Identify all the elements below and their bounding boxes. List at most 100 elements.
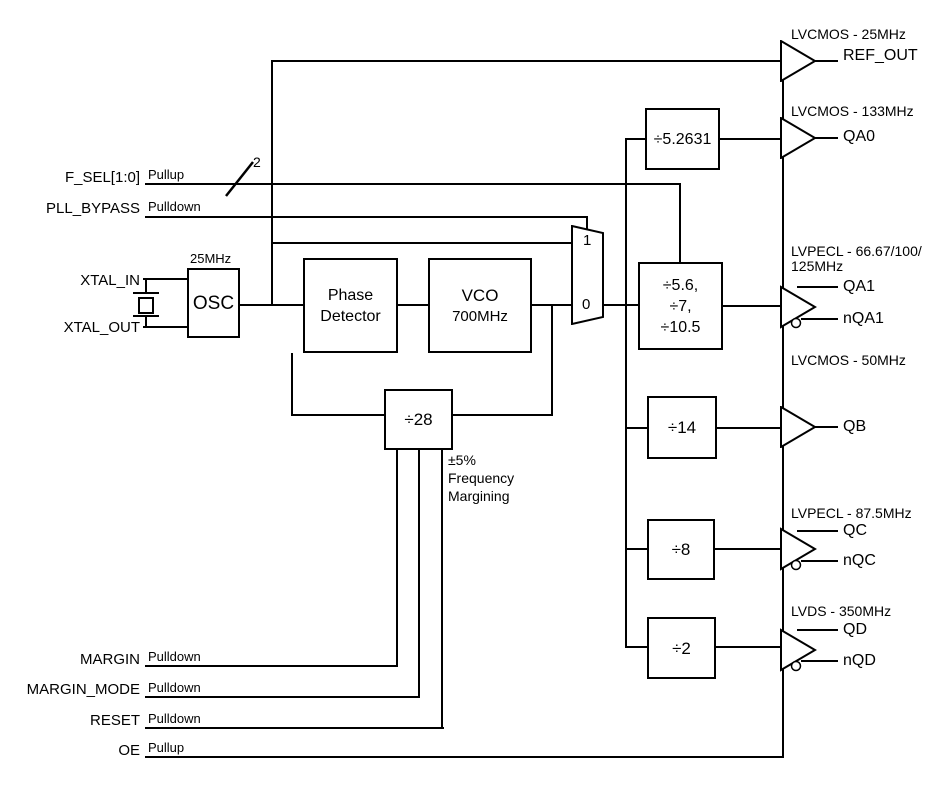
port-label-nqd: nQD [843,652,876,669]
qd-buffer-icon [780,628,817,672]
header-qa1-line2: 125MHz [791,258,844,274]
triangle [780,285,817,329]
wire-reset [145,727,444,729]
wire-margin-mode-rise [418,450,420,698]
qa1-divider-label-line2: ÷7, [669,297,692,315]
port-label-refout: REF_OUT [843,47,918,64]
header-qa1-line1: LVPECL - 66.67/100/ [791,243,922,259]
frequency-margining-note: ±5% Frequency Margining [448,451,514,505]
phase-detector-block: Phase Detector [303,258,398,353]
wire-pll-bypass-drop [586,216,588,232]
port-label-qd: QD [843,621,867,638]
wire-crystal-stub-bottom [145,315,147,328]
vco-label: VCO [461,285,499,305]
pin-label-margin: MARGIN [80,651,140,668]
qa0-buffer-icon [780,117,817,159]
wire-crystal-stub-top [145,278,147,294]
wire-qc-out [797,530,838,532]
port-label-qa1: QA1 [843,278,876,295]
wire-pd-feedback-rise [291,353,293,416]
wire-mux-out [602,304,640,306]
phase-detector-label-line2: Detector [320,307,381,325]
wire-ref-riser [271,60,273,306]
wire-div5-out [719,138,781,140]
pin-label-xtal-out: XTAL_OUT [63,319,140,336]
feedback-divider-block: ÷28 [384,389,453,450]
wire-margin-rise [396,450,398,667]
pull-label-f-sel: Pullup [148,167,185,182]
qc-divider-block: ÷8 [647,519,715,580]
wire-div8-in [626,548,648,550]
vco-freq-label: 700MHz [452,307,508,325]
pull-label-reset: Pulldown [148,711,201,726]
wire-fsel [145,183,681,185]
wire-qd-out [797,629,838,631]
wire-nqa1-out [801,318,838,320]
triangle [780,527,817,571]
qd-divider-label: ÷2 [672,638,691,658]
wire-nqd-out [801,660,838,662]
vco-block: VCO 700MHz [428,258,532,353]
inversion-bubble [790,559,802,571]
refout-buffer-icon [780,40,817,82]
pin-label-reset: RESET [89,712,140,729]
qc-buffer-icon [780,527,817,571]
phase-detector-label-line1: Phase [327,286,374,304]
triangle [780,628,817,672]
qa1-divider-label-line1: ÷5.6, [662,276,699,294]
qd-divider-block: ÷2 [647,617,716,679]
pll-bypass-mux [571,225,604,325]
triangle [780,117,817,159]
wire-ref-out-top [271,60,781,62]
inversion-bubble [790,317,802,329]
wire-nqc-out [801,560,838,562]
wire-feedback-left [292,414,385,416]
triangle [780,406,817,448]
osc-label: OSC [192,292,235,314]
wire-margin [145,665,398,667]
port-label-qa0: QA0 [843,128,876,145]
osc-freq-label: 25MHz [190,251,232,266]
crystal-icon [138,297,154,314]
header-refout: LVCMOS - 25MHz [791,26,906,42]
bus-slash-icon [225,161,254,197]
qa0-divider-label: ÷5.2631 [653,130,712,148]
wire-divqa1-out [722,305,781,307]
pin-label-pll-bypass: PLL_BYPASS [46,200,140,217]
header-qa0: LVCMOS - 133MHz [791,103,914,119]
mux-shape [571,225,604,325]
wire-xtal-in [143,278,188,280]
qb-buffer-icon [780,406,817,448]
pin-label-margin-mode: MARGIN_MODE [26,681,140,698]
pin-label-f-sel: F_SEL[1:0] [64,169,140,186]
qb-divider-label: ÷14 [667,418,697,437]
qa1-buffer-icon [780,285,817,329]
port-label-qc: QC [843,522,867,539]
wire-feedback-right [452,414,553,416]
pull-label-margin: Pulldown [148,649,201,664]
wire-reset-rise [441,450,443,729]
port-label-qb: QB [843,418,867,435]
qb-divider-block: ÷14 [647,396,717,459]
port-label-nqa1: nQA1 [843,310,884,327]
margining-note-line3: Margining [448,488,510,504]
wire-div8-out [714,548,781,550]
pin-label-oe: OE [118,742,140,759]
wire-qb-stub [815,426,838,428]
qc-divider-label: ÷8 [671,540,691,559]
qa1-divider-block: ÷5.6, ÷7, ÷10.5 [638,262,723,350]
inversion-bubble [790,660,802,672]
bus-width-label: 2 [253,154,261,170]
wire-div14-out [716,427,781,429]
wire-div2-in [626,646,648,648]
pull-label-pll-bypass: Pulldown [148,199,201,214]
wire-pd-to-vco [397,304,429,306]
wire-qa0-stub [815,137,838,139]
header-qc: LVPECL - 87.5MHz [791,505,912,521]
qa1-divider-label-line3: ÷10.5 [660,318,701,336]
wire-refout-stub [815,60,838,62]
wire-divider-feed [625,138,627,648]
margining-note-line1: ±5% [448,452,476,468]
wire-div2-out [715,646,781,648]
